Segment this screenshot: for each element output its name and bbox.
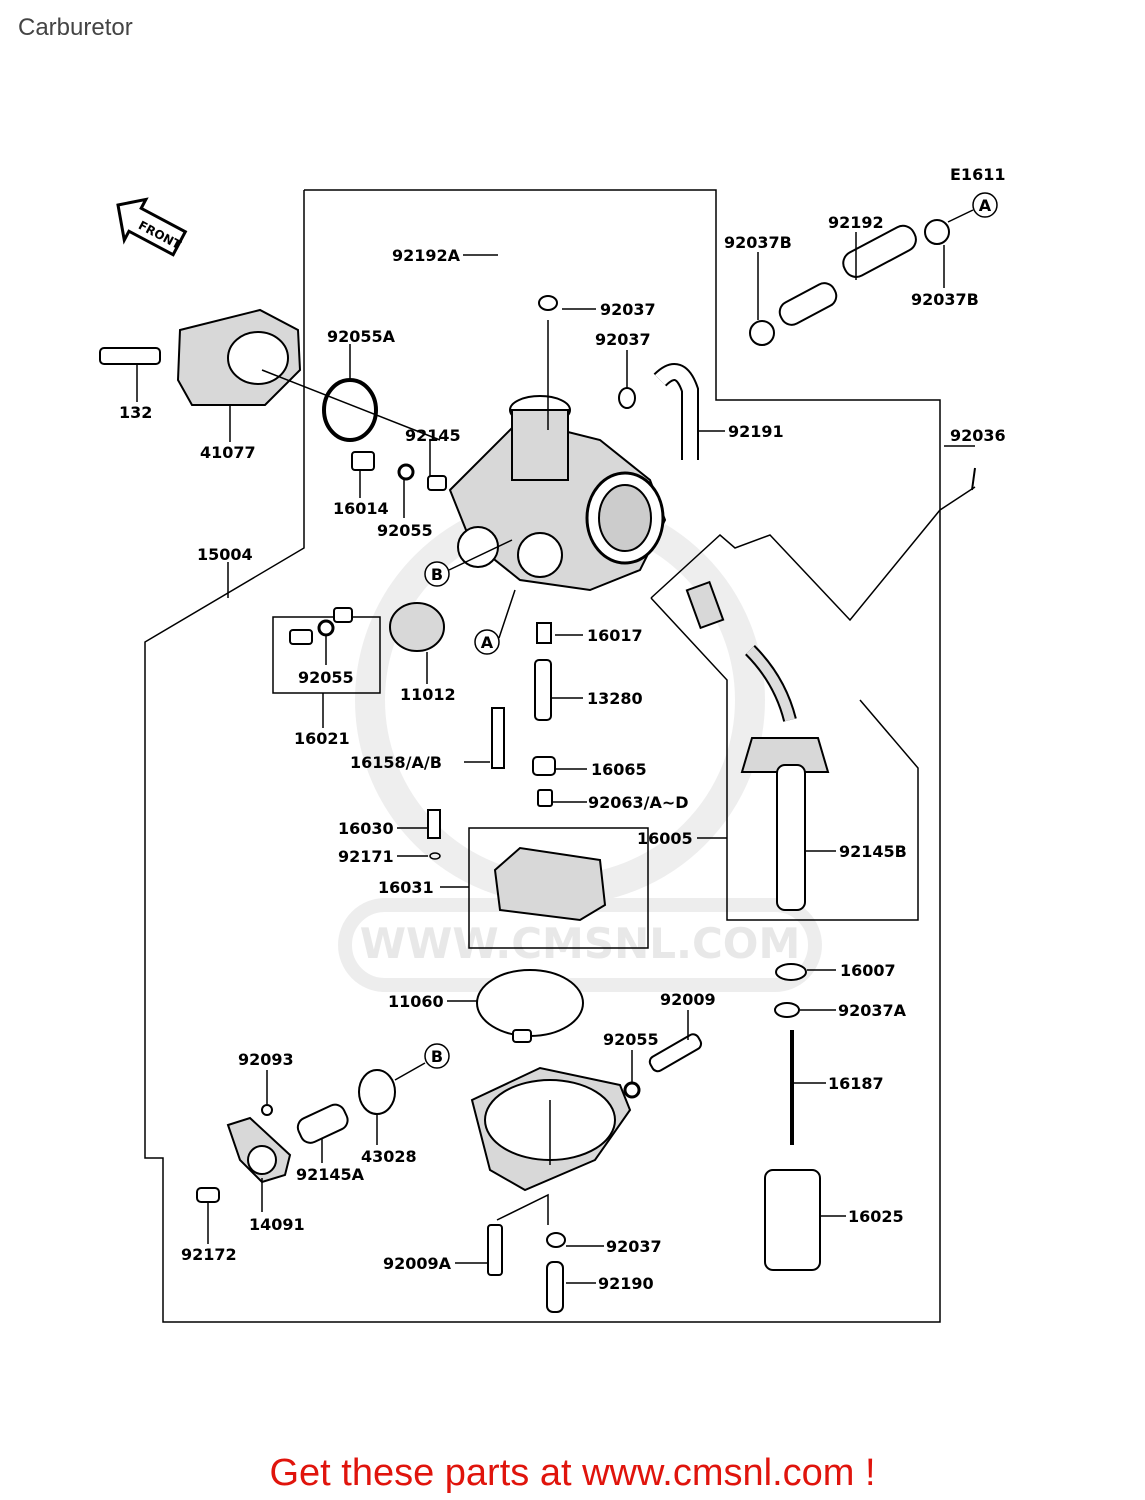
jet-16030 xyxy=(427,809,441,839)
svg-text:B: B xyxy=(431,1047,443,1066)
label-16014: 16014 xyxy=(333,499,389,518)
footer-link[interactable]: Get these parts at www.cmsnl.com ! xyxy=(269,1452,876,1494)
float-bowl xyxy=(470,1066,632,1192)
svg-text:A: A xyxy=(481,633,494,652)
label-92055-box: 92055 xyxy=(298,668,354,687)
label-16025: 16025 xyxy=(848,1207,904,1226)
marker-a-top: A xyxy=(947,192,998,223)
cap-11012 xyxy=(389,602,445,652)
label-16021: 16021 xyxy=(294,729,350,748)
label-14091: 14091 xyxy=(249,1215,305,1234)
label-92145: 92145 xyxy=(405,426,461,445)
label-92036: 92036 xyxy=(950,426,1006,445)
tube-13280 xyxy=(534,659,552,721)
gasket-11060 xyxy=(476,969,584,1037)
piston-16025 xyxy=(764,1169,821,1271)
label-132: 132 xyxy=(119,403,152,422)
label-16187: 16187 xyxy=(828,1074,884,1093)
group-16021 xyxy=(272,616,381,694)
retainer-16007 xyxy=(775,963,807,981)
float-16031 xyxy=(493,846,607,922)
label-92093: 92093 xyxy=(238,1050,294,1069)
label-92190: 92190 xyxy=(598,1274,654,1293)
label-92055A: 92055A xyxy=(327,327,396,346)
label-92145B: 92145B xyxy=(839,842,907,861)
diagram-code: E1611 xyxy=(950,165,1005,184)
svg-text:B: B xyxy=(431,565,443,584)
label-92191: 92191 xyxy=(728,422,784,441)
label-16065: 16065 xyxy=(591,760,647,779)
page-title: Carburetor xyxy=(18,14,133,41)
label-16030: 16030 xyxy=(338,819,394,838)
leader-lines xyxy=(136,232,975,1284)
clip-92037 xyxy=(538,295,558,311)
label-11060: 11060 xyxy=(388,992,444,1011)
assembly-boundary xyxy=(144,189,941,1323)
label-92037A: 92037A xyxy=(838,1001,907,1020)
label-92055-low: 92055 xyxy=(603,1030,659,1049)
washer-43028 xyxy=(358,1069,396,1115)
label-92063: 92063/A~D xyxy=(588,793,689,812)
label-11012: 11012 xyxy=(400,685,456,704)
lever-14091 xyxy=(226,1116,292,1184)
cap-16005 xyxy=(740,737,830,773)
label-16031: 16031 xyxy=(378,878,434,897)
label-16007: 16007 xyxy=(840,961,896,980)
label-92009: 92009 xyxy=(660,990,716,1009)
group-16005 xyxy=(650,597,919,921)
label-41077: 41077 xyxy=(200,443,256,462)
o-ring-92055A xyxy=(322,378,378,442)
screw-92009A xyxy=(487,1224,503,1276)
marker-b-low: B xyxy=(394,1043,450,1081)
front-arrow-icon: FRONT xyxy=(116,197,188,257)
group-16005-top xyxy=(650,486,976,622)
label-92145A: 92145A xyxy=(296,1165,365,1184)
needle-92009 xyxy=(648,1033,703,1073)
label-92037B-right: 92037B xyxy=(911,290,979,309)
label-16158: 16158/A/B xyxy=(350,753,442,772)
label-43028: 43028 xyxy=(361,1147,417,1166)
spring-92145B xyxy=(776,764,806,911)
jet-16158 xyxy=(491,707,505,769)
label-92037-mid: 92037 xyxy=(595,330,651,349)
marker-b-mid: B xyxy=(424,561,450,587)
svg-text:A: A xyxy=(979,196,992,215)
label-92037-low: 92037 xyxy=(606,1237,662,1256)
clip-92036 xyxy=(971,467,976,491)
hose-92192 xyxy=(749,219,950,346)
jet-16017 xyxy=(536,622,552,644)
label-16005: 16005 xyxy=(637,829,693,848)
spring-92145A xyxy=(296,1103,349,1144)
label-92037B-left: 92037B xyxy=(724,233,792,252)
label-13280: 13280 xyxy=(587,689,643,708)
label-92009A: 92009A xyxy=(383,1254,452,1273)
intake-manifold-41077 xyxy=(99,308,302,406)
marker-a-mid: A xyxy=(474,629,500,655)
watermark-text: WWW.CMSNL.COM xyxy=(360,919,801,968)
hose-92190 xyxy=(546,1261,564,1313)
carburetor-body xyxy=(448,395,667,592)
label-92192A: 92192A xyxy=(392,246,461,265)
label-92037-top: 92037 xyxy=(600,300,656,319)
label-92055-mid: 92055 xyxy=(377,521,433,540)
label-15004: 15004 xyxy=(197,545,253,564)
label-92172: 92172 xyxy=(181,1245,237,1264)
screw-16014 xyxy=(351,451,375,471)
group-16031 xyxy=(468,827,649,949)
label-92192: 92192 xyxy=(828,213,884,232)
part-labels: 92192A 92037 92037 92191 92192 92037B 92… xyxy=(119,213,1006,1293)
clip-92037-mid xyxy=(618,387,636,409)
label-92171: 92171 xyxy=(338,847,394,866)
label-16017: 16017 xyxy=(587,626,643,645)
